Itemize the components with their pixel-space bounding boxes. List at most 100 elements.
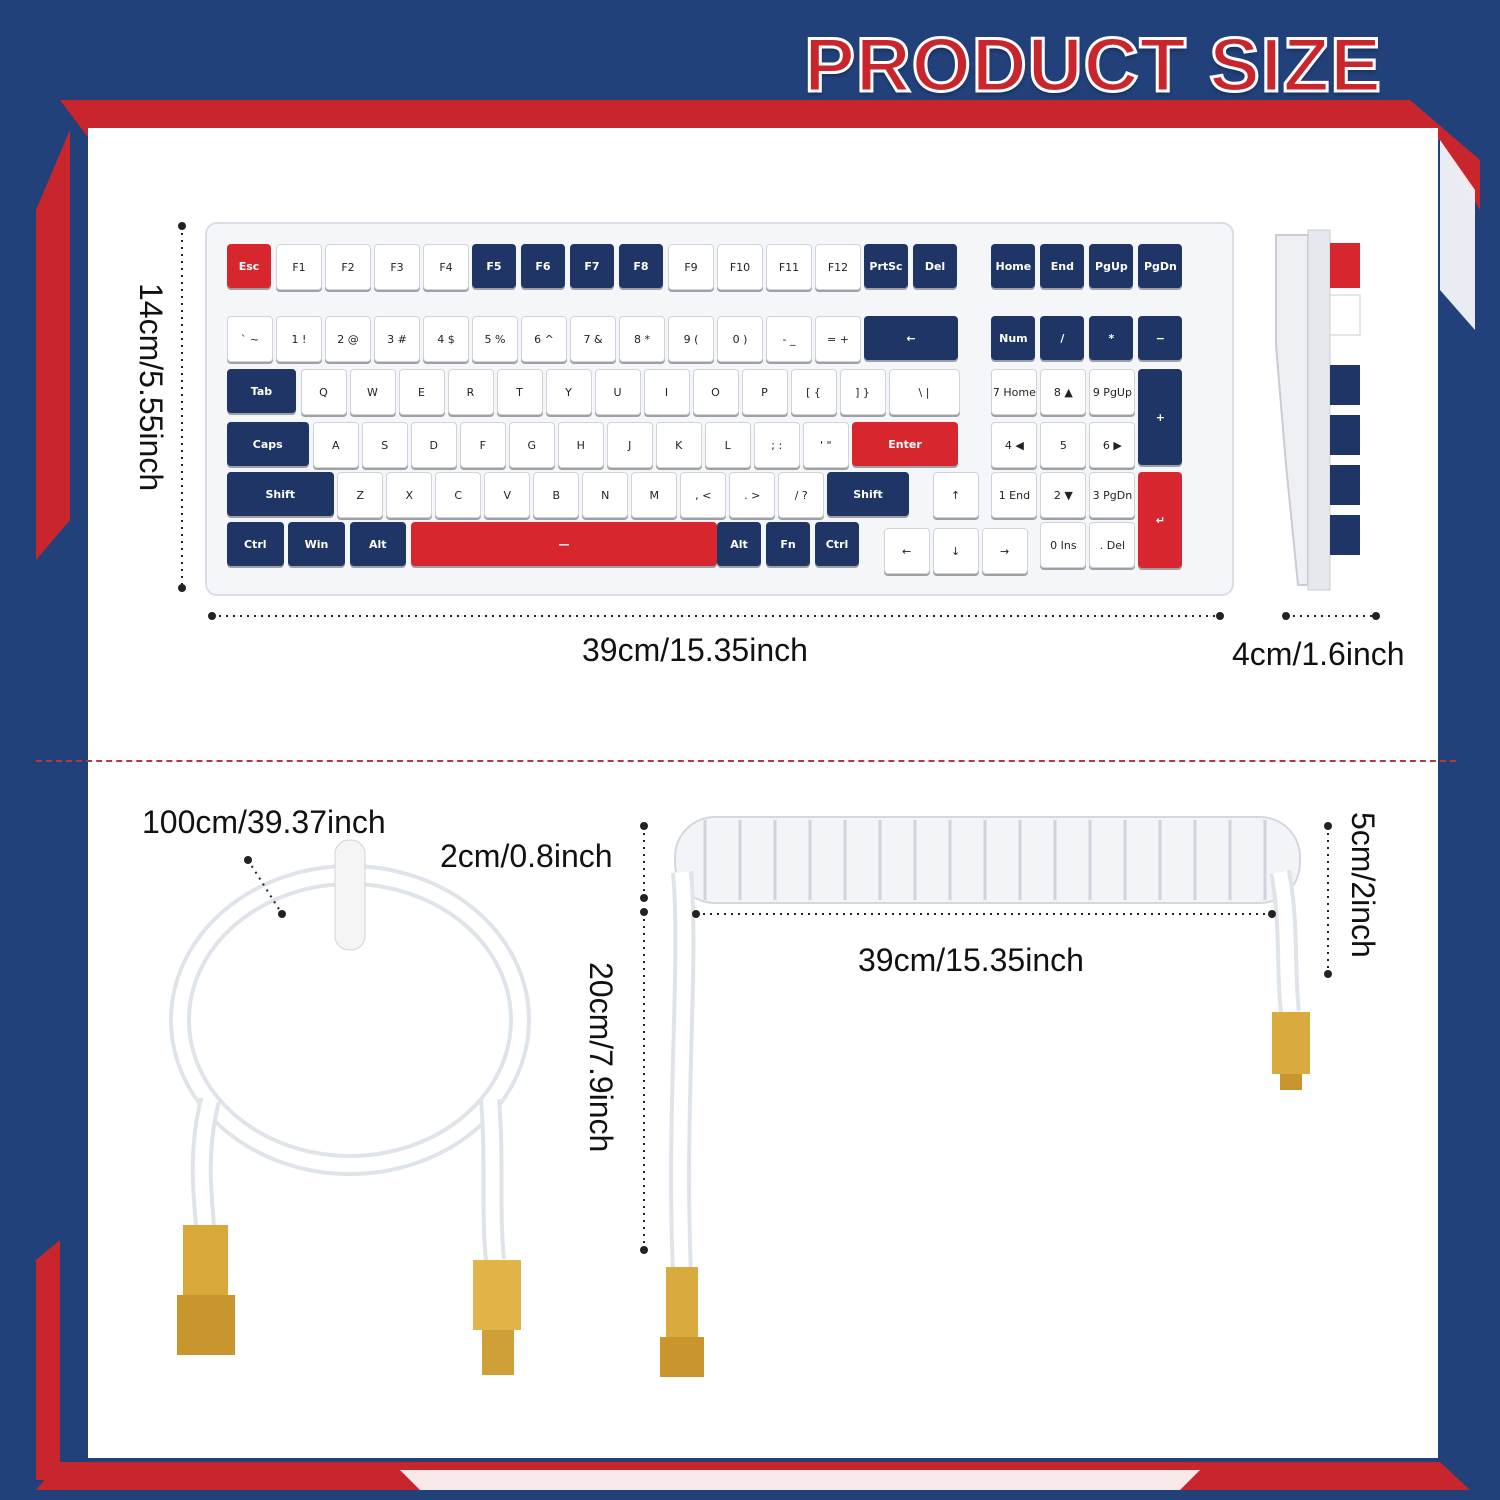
keycap: PrtSc — [864, 244, 908, 288]
keycap: F9 — [668, 244, 714, 290]
keycap: 5 — [1040, 422, 1087, 468]
keycap: 6 ▶ — [1089, 422, 1136, 468]
keycap: F3 — [374, 244, 420, 290]
keycap: 1 End — [991, 472, 1038, 518]
keycap: 2 ▼ — [1040, 472, 1087, 518]
straight-cable-image — [169, 839, 531, 1375]
keycap: ` ~ — [227, 316, 273, 362]
keycap: Caps — [227, 422, 309, 466]
keycap: V — [484, 472, 531, 518]
keycap: Num — [991, 316, 1036, 360]
keycap: 8 ▲ — [1040, 369, 1087, 415]
keycap: F5 — [472, 244, 516, 288]
keycap: 8 * — [619, 316, 665, 362]
keycap: X — [386, 472, 433, 518]
keycap: Tab — [227, 369, 296, 413]
keycap: ↵ — [1138, 472, 1183, 568]
keycap: F12 — [815, 244, 861, 290]
keycap: PgUp — [1089, 244, 1134, 288]
keycap: J — [606, 422, 653, 468]
keycap: Fn — [766, 522, 810, 566]
keycap: K — [655, 422, 702, 468]
keycap: Win — [288, 522, 345, 566]
keycap: B — [533, 472, 580, 518]
keycap: Q — [300, 369, 347, 415]
keycap: Home — [991, 244, 1036, 288]
keycap: Ctrl — [227, 522, 284, 566]
keycap: End — [1040, 244, 1085, 288]
keycap: Y — [545, 369, 592, 415]
keycap: — — [410, 522, 718, 566]
keycap: [ { — [790, 369, 837, 415]
keyboard-height-label: 14cm/5.55inch — [133, 283, 169, 492]
keycap: 0 Ins — [1040, 522, 1087, 568]
keycap: ↑ — [932, 472, 979, 518]
keycap: Alt — [717, 522, 761, 566]
keycap: → — [981, 528, 1028, 574]
keycap: . > — [729, 472, 776, 518]
keycap: 3 # — [374, 316, 420, 362]
keycap: 6 ^ — [521, 316, 567, 362]
keyboard-side-profile — [1275, 229, 1361, 591]
keycap: N — [582, 472, 629, 518]
keycap: T — [496, 369, 543, 415]
keycap: 7 Home — [991, 369, 1038, 415]
keyboard-depth-label: 4cm/1.6inch — [1232, 636, 1405, 672]
keycap: 4 ◀ — [991, 422, 1038, 468]
keycap: 4 $ — [423, 316, 469, 362]
keycap: Esc — [227, 244, 271, 288]
keycap: W — [349, 369, 396, 415]
keycap: 9 ( — [668, 316, 714, 362]
keycap: / ? — [778, 472, 825, 518]
keycap: Shift — [827, 472, 909, 516]
keycap: F7 — [570, 244, 614, 288]
keycap: * — [1089, 316, 1134, 360]
keycap: . Del — [1089, 522, 1136, 568]
keycap: ; : — [753, 422, 800, 468]
keycap: Z — [337, 472, 384, 518]
keycap: 9 PgUp — [1089, 369, 1136, 415]
keycap: E — [398, 369, 445, 415]
keycap: G — [508, 422, 555, 468]
keycap: ↓ — [932, 528, 979, 574]
keycap: L — [704, 422, 751, 468]
keycap: F — [459, 422, 506, 468]
keycap: Alt — [349, 522, 406, 566]
keycap: S — [361, 422, 408, 468]
connector-length-label: 2cm/0.8inch — [440, 838, 613, 874]
coil-diameter-label: 5cm/2inch — [1345, 812, 1381, 958]
keycap: R — [447, 369, 494, 415]
keycap: 2 @ — [325, 316, 371, 362]
keycap: - _ — [766, 316, 812, 362]
keycap: − — [1138, 316, 1183, 360]
keycap: ← — [883, 528, 930, 574]
keycap: Del — [913, 244, 957, 288]
keycap: ' " — [802, 422, 849, 468]
keycap: + — [1138, 369, 1183, 465]
keycap: = + — [815, 316, 861, 362]
coil-drop-length-label: 20cm/7.9inch — [583, 962, 619, 1153]
keycap: F4 — [423, 244, 469, 290]
keycap: Shift — [227, 472, 334, 516]
keyboard-width-label: 39cm/15.35inch — [582, 632, 808, 668]
keycap: F10 — [717, 244, 763, 290]
page-title: PRODUCT SIZE — [803, 22, 1383, 110]
keycap: D — [410, 422, 457, 468]
keycap: \ | — [888, 369, 960, 415]
coil-length-label: 39cm/15.35inch — [858, 942, 1084, 978]
keycap: F11 — [766, 244, 812, 290]
straight-cable-length-label: 100cm/39.37inch — [142, 804, 386, 840]
keycap: U — [594, 369, 641, 415]
keycap: 7 & — [570, 316, 616, 362]
keycap: 0 ) — [717, 316, 763, 362]
keycap: O — [692, 369, 739, 415]
keycap: 1 ! — [276, 316, 322, 362]
coiled-cable-image — [660, 816, 1310, 1377]
keycap: / — [1040, 316, 1085, 360]
keycap: M — [631, 472, 678, 518]
keycap: P — [741, 369, 788, 415]
keyboard-dimension-lines — [178, 222, 1380, 620]
keycap: Enter — [851, 422, 959, 466]
